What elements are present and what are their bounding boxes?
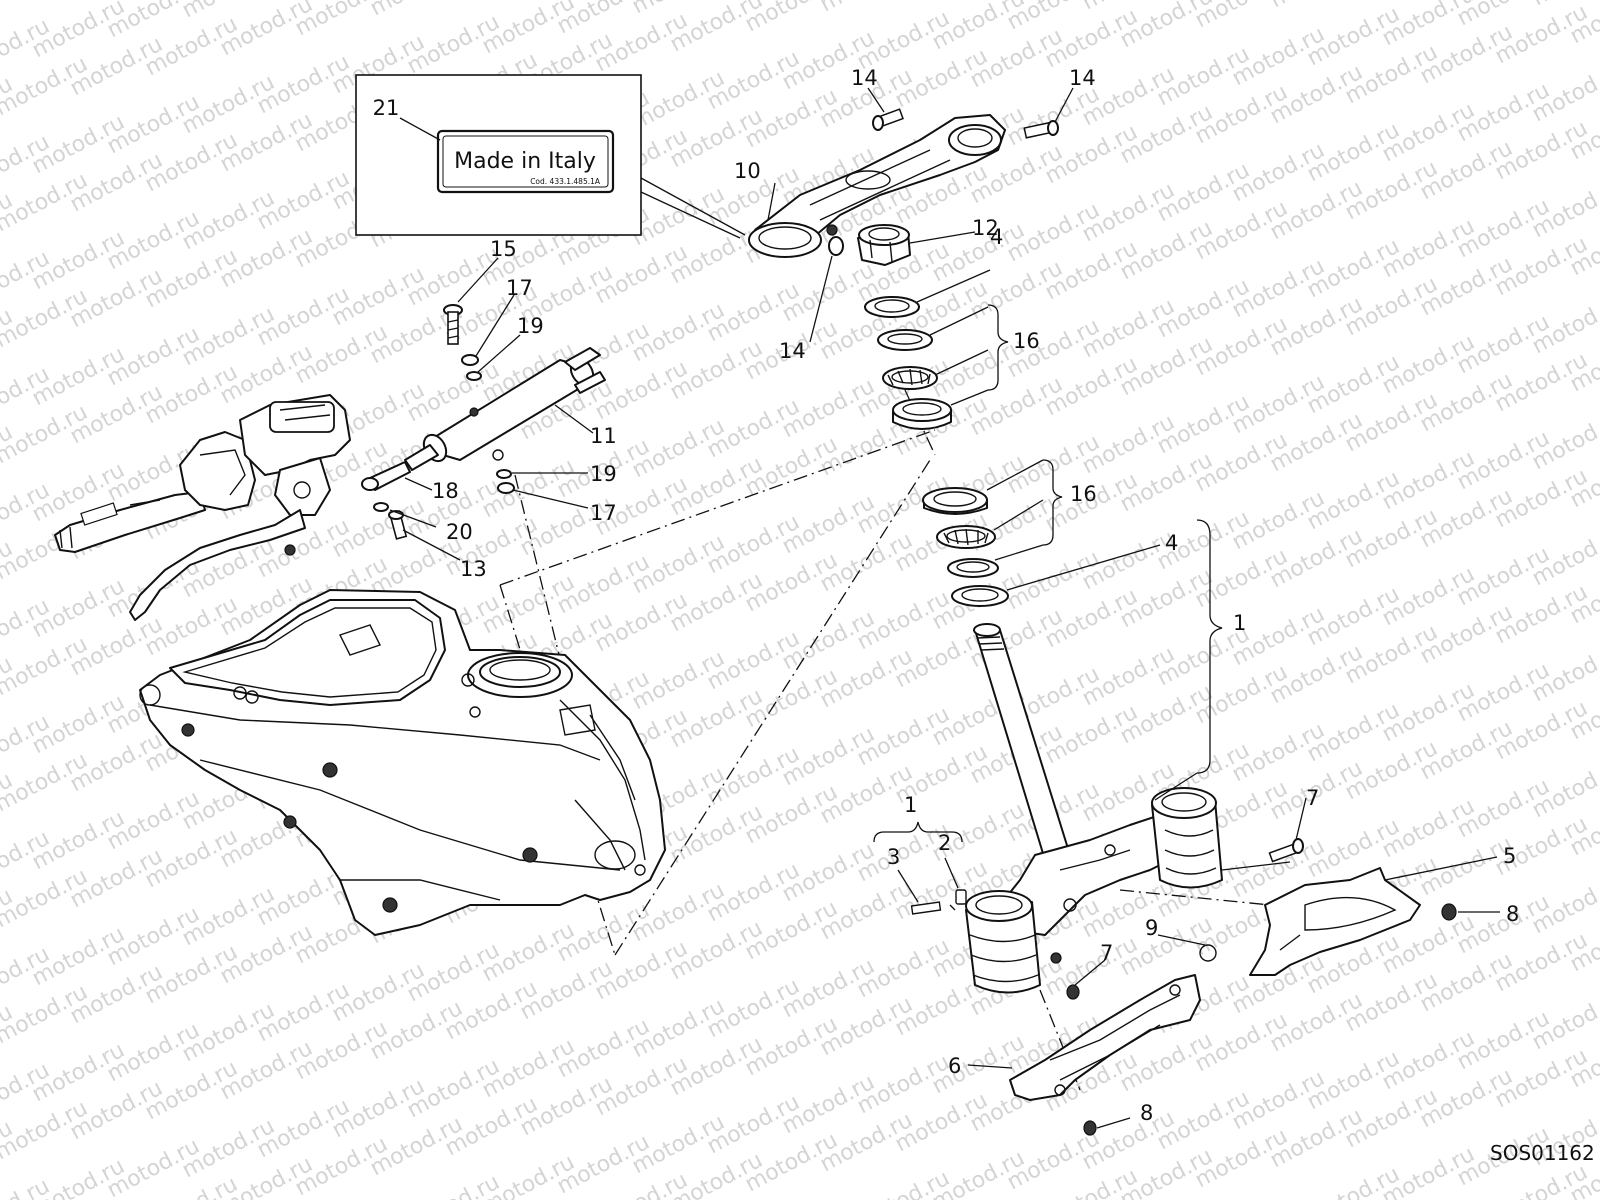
lower-bearing-stack <box>922 487 1009 607</box>
callout-18: 18 <box>432 479 459 503</box>
callout-4-lower: 4 <box>1165 531 1178 555</box>
callout-19-lower: 19 <box>590 462 617 486</box>
plate-code: Cod. 433.1.485.1A <box>530 177 601 186</box>
steering-damper <box>361 347 606 491</box>
plate-text: Made in Italy <box>454 149 596 174</box>
callout-14-right: 14 <box>1069 66 1096 90</box>
callout-2: 2 <box>938 831 951 855</box>
callout-16-lower: 16 <box>1070 482 1097 506</box>
callout-1-top: 1 <box>904 793 917 817</box>
callout-11: 11 <box>590 424 617 448</box>
callout-10: 10 <box>734 159 761 183</box>
callout-labels: 14 14 10 12 4 16 14 15 17 19 11 19 17 18… <box>432 66 1519 1125</box>
watermark-text: motod.ru <box>0 0 92 5</box>
callout-17-upper: 17 <box>506 276 533 300</box>
callout-9: 9 <box>1145 916 1158 940</box>
grouping-braces <box>873 304 1223 843</box>
callout-13: 13 <box>460 557 487 581</box>
upper-bearing-stack <box>857 224 952 430</box>
callout-6: 6 <box>948 1054 961 1078</box>
callout-7-right: 7 <box>1306 786 1319 810</box>
callout-17-lower: 17 <box>590 501 617 525</box>
label-inset: Made in Italy Cod. 433.1.485.1A 21 <box>355 74 746 239</box>
watermark-text: motod.ru <box>1266 0 1367 13</box>
callout-20: 20 <box>446 520 473 544</box>
top-triple-clamp <box>748 108 1059 258</box>
lower-bracket <box>1009 944 1217 1136</box>
watermark-text: motod.ru <box>816 0 917 17</box>
diagram-code: SOS01162 <box>1490 1141 1595 1165</box>
cover-bracket <box>1249 867 1457 976</box>
callout-14-low: 14 <box>779 339 806 363</box>
callout-3: 3 <box>887 845 900 869</box>
callout-1-right: 1 <box>1233 611 1246 635</box>
watermark-text: motod.ru <box>366 0 467 21</box>
callout-15: 15 <box>490 237 517 261</box>
callout-12: 12 <box>972 216 999 240</box>
leader-lines <box>389 87 1500 1129</box>
lower-yoke-assembly <box>910 623 1304 1000</box>
callout-4-upper: 4 <box>990 225 1003 249</box>
made-in-italy-plate <box>436 129 615 194</box>
callout-8-bottom: 8 <box>1140 1101 1153 1125</box>
callout-16-upper: 16 <box>1013 329 1040 353</box>
callout-8-right: 8 <box>1506 902 1519 926</box>
callout-5: 5 <box>1503 844 1516 868</box>
callout-21: 21 <box>373 96 400 120</box>
callout-19-upper: 19 <box>517 314 544 338</box>
callout-7-mid: 7 <box>1100 941 1113 965</box>
damper-fasteners <box>373 304 515 540</box>
callout-14-left: 14 <box>851 66 878 90</box>
watermark-text: motod.ru <box>441 0 542 1</box>
left-handlebar <box>54 394 351 621</box>
main-frame <box>139 589 666 936</box>
